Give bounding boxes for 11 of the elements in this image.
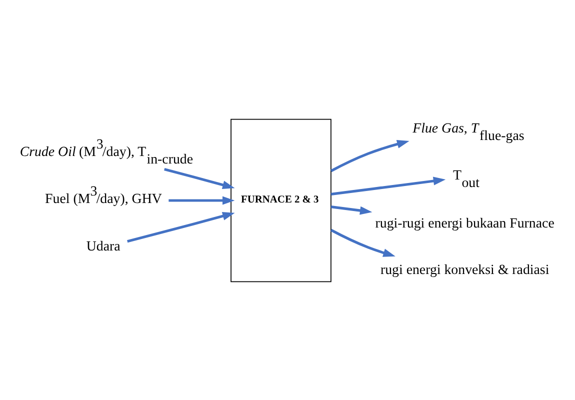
arrow — [330, 176, 446, 195]
arrow — [330, 228, 396, 256]
arrow — [168, 196, 235, 204]
node-text: rugi-rugi energi bukaan Furnace — [375, 216, 554, 231]
arrow — [330, 205, 372, 214]
arrow — [127, 211, 235, 242]
arrow — [164, 168, 235, 189]
node-text: Udara — [86, 239, 120, 254]
node-text: rugi energi konveksi & radiasi — [380, 262, 550, 278]
node-box: FURNACE 2 & 3 — [230, 118, 332, 282]
arrow — [330, 139, 410, 172]
